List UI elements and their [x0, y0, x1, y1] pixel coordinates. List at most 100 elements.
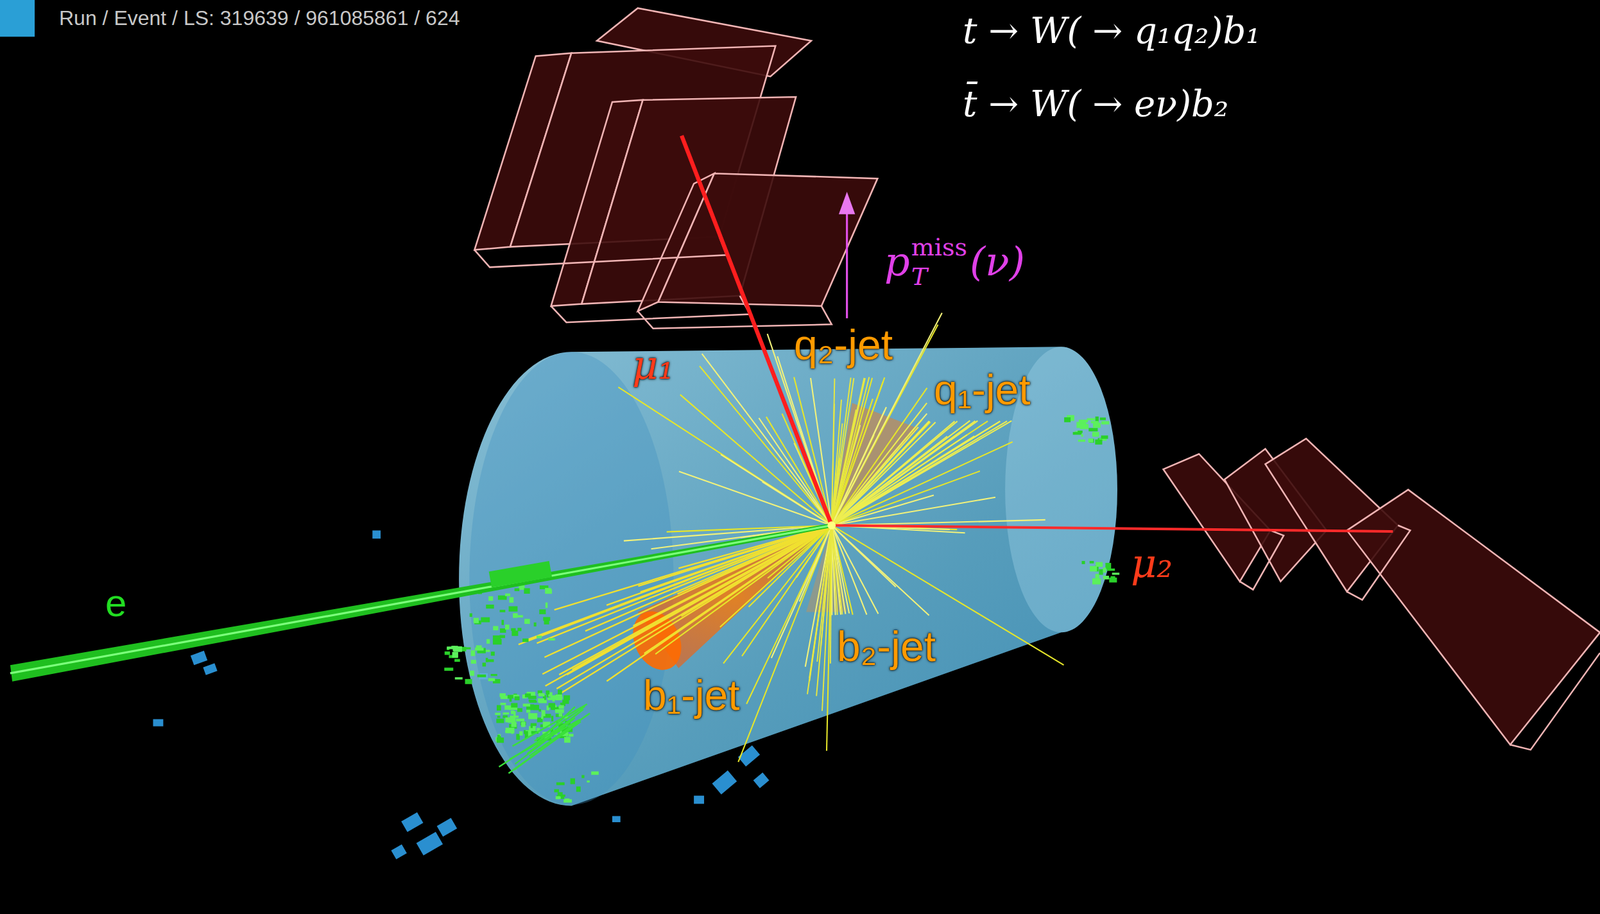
track — [518, 524, 832, 645]
electron-track — [10, 523, 832, 681]
ecal-hit — [1089, 560, 1095, 564]
ecal-hit — [1100, 417, 1106, 420]
ecal-hit — [514, 696, 520, 701]
track — [793, 376, 832, 525]
ecal-hit — [538, 709, 541, 712]
ecal-hit — [488, 677, 496, 681]
electron-track — [10, 524, 832, 673]
ecal-hit — [451, 652, 458, 658]
track — [809, 524, 832, 678]
track — [640, 524, 832, 592]
track — [680, 394, 832, 526]
track — [606, 524, 832, 681]
met-label: p — [884, 238, 911, 285]
ecal-hit — [544, 587, 551, 594]
track — [536, 524, 832, 644]
ecal-hit — [465, 679, 473, 685]
ecal-hit — [512, 612, 518, 618]
ecal-hit — [581, 775, 585, 779]
ecal-hit — [563, 695, 570, 701]
ecal-spray — [509, 719, 581, 760]
ecal-hit — [497, 734, 500, 739]
ecal-hit — [533, 704, 540, 710]
ecal-hit — [1092, 578, 1101, 585]
ecal-hit — [496, 705, 502, 712]
met-superscript: miss — [911, 233, 968, 262]
ecal-hit — [1088, 428, 1098, 432]
track — [831, 421, 1000, 525]
track — [542, 524, 832, 674]
track — [831, 524, 843, 615]
ecal-hit — [501, 619, 504, 626]
ecal-spray — [514, 723, 577, 770]
ecal-hit — [499, 693, 506, 697]
met-subscript: T — [911, 263, 928, 292]
ecal-hit — [490, 673, 498, 676]
ecal-hit — [1078, 439, 1086, 442]
ecal-hit — [576, 786, 581, 792]
ecal-hit — [511, 630, 518, 636]
met-arrow — [845, 212, 848, 319]
ecal-hit — [488, 596, 493, 601]
track — [831, 524, 868, 615]
track — [831, 421, 1000, 525]
ecal-hit — [509, 596, 515, 603]
track — [831, 423, 843, 526]
ecal-hit — [494, 712, 501, 715]
ecal-spray — [512, 704, 588, 746]
ecal-hit — [511, 722, 517, 728]
ecal-hit — [510, 702, 518, 708]
ecal-hit — [536, 635, 542, 638]
ecal-hit — [1101, 435, 1109, 439]
ecal-hit — [545, 602, 548, 609]
ecal-hit — [505, 593, 511, 597]
ecal-hit — [563, 799, 572, 803]
jet-label: b₁-jet — [643, 671, 740, 721]
track — [699, 365, 832, 525]
ecal-hit — [507, 695, 514, 699]
ecal-spray — [508, 721, 581, 774]
decay-equation: t → W( → q₁q₂)b₁ — [962, 10, 1261, 52]
ecal-hit — [541, 709, 546, 717]
ecal-hit — [1109, 577, 1117, 583]
ecal-hit — [474, 647, 484, 651]
logo — [0, 0, 35, 37]
track — [702, 353, 832, 525]
ecal-hit — [537, 718, 543, 723]
vertex — [827, 521, 836, 530]
electron-deposit — [489, 560, 552, 588]
ecal-hit — [514, 588, 520, 592]
ecal-hit — [516, 718, 525, 721]
cylinder-end — [469, 351, 674, 805]
ecal-hit — [538, 700, 547, 704]
ecal-hit — [539, 609, 546, 614]
ecal-hit — [453, 646, 463, 653]
ecal-hit — [505, 727, 515, 734]
ecal-hit — [555, 796, 561, 800]
ecal-hit — [555, 709, 565, 714]
track — [831, 378, 866, 525]
met-label: (ν) — [969, 238, 1025, 285]
track — [766, 416, 832, 525]
met-arrowhead — [838, 191, 855, 215]
jet-label: b₂-jet — [836, 622, 936, 672]
ecal-hit — [586, 780, 590, 783]
ecal-hit — [559, 713, 563, 717]
ecal-hit — [517, 707, 523, 712]
ecal-hit — [1103, 575, 1110, 580]
ecal-hit — [1080, 433, 1083, 437]
track — [720, 454, 832, 525]
ecal-hit — [523, 587, 530, 594]
ecal-hit — [591, 771, 599, 775]
ecal-hit — [1080, 424, 1089, 430]
ecal-hit — [469, 670, 475, 676]
ecal-hit — [517, 614, 524, 618]
ecal-hit — [473, 618, 479, 624]
ecal-hit — [480, 617, 490, 623]
ecal-hit — [505, 624, 510, 630]
ecal-hit — [496, 718, 504, 724]
ecal-deposits — [444, 415, 1120, 803]
ecal-hit — [564, 736, 571, 743]
ecal-hit — [511, 731, 514, 734]
ecal-hit — [497, 715, 501, 718]
